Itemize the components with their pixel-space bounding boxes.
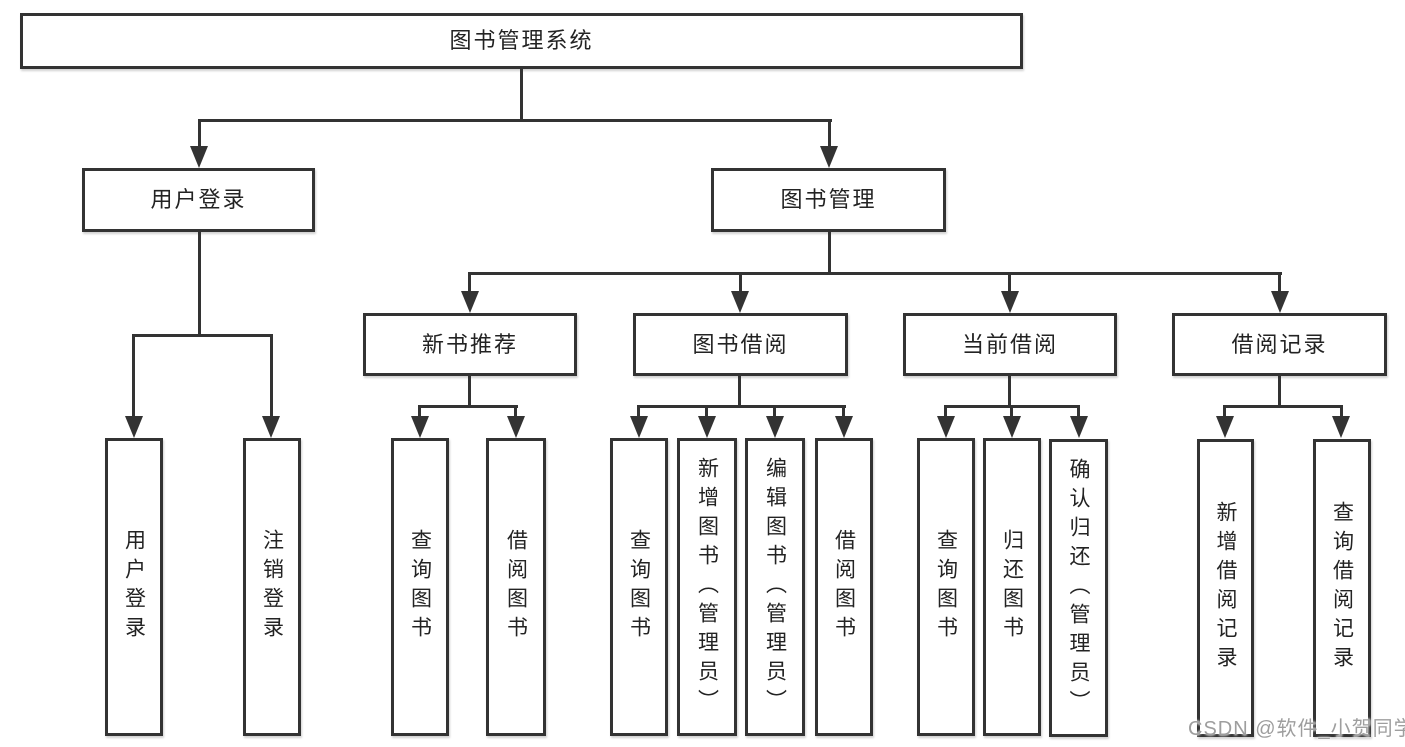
- node-user-login-action-label: 用户登录: [122, 529, 146, 645]
- connector-recommend-drop-1: [418, 405, 421, 419]
- connector-recommend-stem: [468, 376, 471, 407]
- connector-recommend-rail: [418, 405, 518, 408]
- node-add-book-admin: 新增图书（管理员）: [677, 438, 737, 736]
- node-recommend-borrow-books-label: 借阅图书: [504, 529, 528, 645]
- connector-mgmt-drop-1: [468, 272, 471, 294]
- node-new-book-recommend-label: 新书推荐: [421, 331, 518, 357]
- node-book-management-label: 图书管理: [780, 187, 877, 212]
- node-query-borrow-record-label: 查询借阅记录: [1330, 501, 1354, 675]
- connector-borrowing-drop-2: [705, 405, 708, 419]
- node-add-borrow-record-label: 新增借阅记录: [1214, 501, 1238, 675]
- connector-records-rail: [1223, 405, 1343, 408]
- node-user-login-action: 用户登录: [105, 438, 163, 736]
- arrow-down-icon: [1271, 291, 1289, 313]
- connector-current-stem: [1008, 376, 1011, 407]
- connector-borrowing-drop-3: [773, 405, 776, 419]
- arrow-down-icon: [835, 416, 853, 438]
- arrow-down-icon: [190, 146, 208, 168]
- connector-borrowing-drop-4: [842, 405, 845, 419]
- arrow-down-icon: [937, 416, 955, 438]
- connector-root-drop-right: [828, 119, 831, 150]
- connector-login-drop-1: [132, 334, 135, 418]
- node-user-login: 用户登录: [82, 168, 315, 232]
- node-add-book-admin-label: 新增图书（管理员）: [695, 456, 719, 718]
- arrow-down-icon: [125, 416, 143, 438]
- arrow-down-icon: [766, 416, 784, 438]
- arrow-down-icon: [461, 291, 479, 313]
- arrow-down-icon: [698, 416, 716, 438]
- connector-borrowing-stem: [738, 376, 741, 407]
- node-current-borrowing: 当前借阅: [903, 313, 1117, 376]
- connector-current-drop-2: [1010, 405, 1013, 419]
- node-current-borrowing-label: 当前借阅: [961, 331, 1058, 357]
- connector-mgmt-stem: [828, 232, 831, 275]
- node-borrowing-records: 借阅记录: [1172, 313, 1387, 376]
- node-recommend-query-books: 查询图书: [391, 438, 449, 736]
- connector-mgmt-drop-3: [1008, 272, 1011, 294]
- node-return-book-label: 归还图书: [1000, 529, 1024, 645]
- node-add-borrow-record: 新增借阅记录: [1197, 439, 1254, 737]
- node-book-borrowing-label: 图书借阅: [692, 331, 789, 357]
- connector-records-drop-2: [1340, 405, 1343, 419]
- node-borrowing-records-label: 借阅记录: [1231, 331, 1328, 357]
- arrow-down-icon: [731, 291, 749, 313]
- node-edit-book-admin-label: 编辑图书（管理员）: [763, 456, 787, 718]
- node-book-management: 图书管理: [711, 168, 946, 232]
- connector-root-rail: [198, 119, 832, 122]
- node-logout-action: 注销登录: [243, 438, 301, 736]
- node-root-label: 图书管理系统: [449, 28, 594, 53]
- connector-login-rail: [132, 334, 273, 337]
- arrow-down-icon: [1001, 291, 1019, 313]
- connector-records-drop-1: [1223, 405, 1226, 419]
- arrow-down-icon: [1003, 416, 1021, 438]
- connector-recommend-drop-2: [514, 405, 517, 419]
- node-confirm-return-admin: 确认归还（管理员）: [1049, 439, 1108, 737]
- node-borrowing-borrow-books-label: 借阅图书: [832, 529, 856, 645]
- connector-root-stem: [520, 69, 523, 121]
- connector-current-drop-3: [1077, 405, 1080, 419]
- arrow-down-icon: [507, 416, 525, 438]
- node-recommend-query-books-label: 查询图书: [408, 529, 432, 645]
- arrow-down-icon: [262, 416, 280, 438]
- connector-mgmt-drop-4: [1278, 272, 1281, 294]
- node-book-borrowing: 图书借阅: [633, 313, 848, 376]
- connector-mgmt-drop-2: [739, 272, 742, 294]
- node-borrowing-borrow-books: 借阅图书: [815, 438, 873, 736]
- arrow-down-icon: [411, 416, 429, 438]
- connector-login-stem: [198, 232, 201, 337]
- arrow-down-icon: [630, 416, 648, 438]
- node-borrowing-query-books: 查询图书: [610, 438, 668, 736]
- node-logout-action-label: 注销登录: [260, 529, 284, 645]
- node-root: 图书管理系统: [20, 13, 1023, 69]
- connector-borrowing-drop-1: [637, 405, 640, 419]
- node-return-book: 归还图书: [983, 438, 1041, 736]
- connector-current-drop-1: [944, 405, 947, 419]
- arrow-down-icon: [820, 146, 838, 168]
- connector-borrowing-rail: [637, 405, 846, 408]
- arrow-down-icon: [1332, 416, 1350, 438]
- node-user-login-label: 用户登录: [150, 187, 247, 212]
- arrow-down-icon: [1216, 416, 1234, 438]
- csdn-watermark: CSDN @软件_小贺同学: [1188, 718, 1405, 740]
- arrow-down-icon: [1070, 416, 1088, 438]
- connector-root-drop-left: [198, 119, 201, 150]
- node-new-book-recommend: 新书推荐: [363, 313, 577, 376]
- connector-records-stem: [1278, 376, 1281, 407]
- node-confirm-return-admin-label: 确认归还（管理员）: [1067, 457, 1091, 719]
- node-recommend-borrow-books: 借阅图书: [486, 438, 546, 736]
- node-current-query-books: 查询图书: [917, 438, 975, 736]
- connector-login-drop-2: [270, 334, 273, 418]
- node-edit-book-admin: 编辑图书（管理员）: [745, 438, 805, 736]
- node-current-query-books-label: 查询图书: [934, 529, 958, 645]
- connector-mgmt-rail: [468, 272, 1282, 275]
- node-borrowing-query-books-label: 查询图书: [627, 529, 651, 645]
- node-query-borrow-record: 查询借阅记录: [1313, 439, 1371, 737]
